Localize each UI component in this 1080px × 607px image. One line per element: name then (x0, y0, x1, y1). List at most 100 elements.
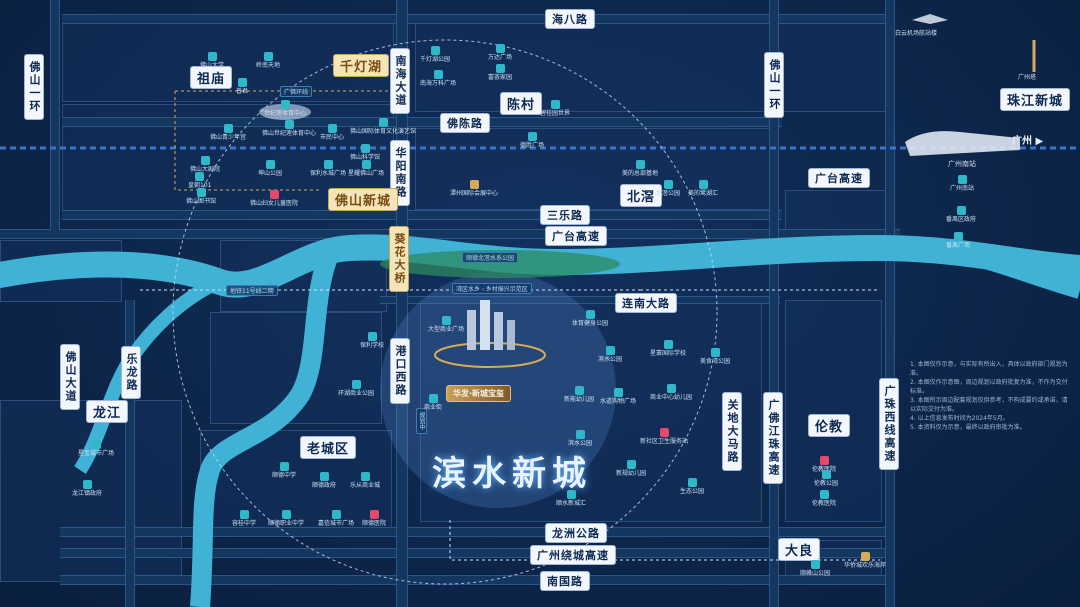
poi-p8[interactable]: 佛山国际体育文化演艺馆 (350, 118, 416, 136)
poi-p2[interactable]: 岭南天地 (256, 52, 280, 70)
building-icon (957, 175, 967, 184)
poi-p18[interactable]: 南海万科广场 (420, 70, 456, 88)
poi-p30[interactable]: 大型商业广场 (428, 316, 464, 334)
poi-p11[interactable]: 保利水城广场 (310, 160, 346, 178)
poi-p21[interactable]: 碧桂园世界 (540, 100, 570, 118)
building-icon (360, 144, 370, 153)
poi-p17[interactable]: 千灯湖公园 (420, 46, 450, 64)
poi-label: 顺德中学 (272, 472, 297, 479)
poi-p54[interactable]: 嘉信城市广场 (318, 510, 354, 528)
poi-p38[interactable]: 商业街 (424, 394, 442, 412)
poi-p3[interactable]: 普君 (236, 78, 248, 96)
poi-p52[interactable]: 容桂中学 (232, 510, 256, 528)
poi-p23[interactable]: 潭州国际会展中心 (450, 180, 498, 198)
canton-tower-label: 广州塔 (1018, 74, 1037, 81)
poi-p35[interactable]: 新能幼儿园 (564, 386, 594, 404)
poi-label: 美食湾公园 (700, 358, 731, 365)
road-label-guangtai-right: 广台高速 (808, 168, 870, 188)
road-label-foshan-1ring-right: 佛山一环 (764, 52, 784, 118)
poi-p13[interactable]: 皇朝101 (188, 172, 211, 190)
poi-p6[interactable]: 佛山世纪莲体育中心 (262, 120, 316, 138)
road-label-guangzhu-west: 广珠西线高速 (879, 378, 899, 470)
poi-p4[interactable]: 世纪莲体育中心 (264, 100, 306, 118)
poi-label: 佛山图书馆 (186, 198, 217, 205)
road-sanle (62, 210, 782, 220)
poi-p12[interactable]: 星耀佛山广场 (348, 160, 384, 178)
poi-p26[interactable]: 美的鹭湖汇 (688, 180, 718, 198)
road-label-guandi: 关地大马路 (722, 392, 742, 471)
road-foshan-1ring-right (769, 0, 779, 607)
note-line: 5. 本资料仅为示意，最终以政府审批为准。 (910, 424, 1026, 431)
poi-p43[interactable]: 顺水新城汇 (556, 490, 586, 508)
district-beijiao: 北滘 (620, 184, 663, 207)
building-icon (319, 472, 329, 481)
poi-p24[interactable]: 美的总部基地 (622, 160, 658, 178)
poi-p51[interactable]: 顺德医院 (362, 510, 386, 528)
green-belt-tag-2: 湾区水乡 · 乡村振兴示范区 (452, 283, 532, 294)
poi-p15[interactable]: 佛山妇女儿童医院 (250, 190, 298, 208)
road-label-gangkou: 港口西路 (390, 338, 410, 404)
poi-p50[interactable]: 乐从商业城 (350, 472, 380, 490)
poi-p31[interactable]: 体育健身公园 (572, 310, 608, 328)
building-icon (819, 490, 829, 499)
poi-label: 星宝城市广场 (78, 450, 115, 457)
poi-p10[interactable]: 坤山公园 (258, 160, 282, 178)
building-icon (495, 44, 505, 53)
poi-p27[interactable]: 番禺区政府 (946, 206, 976, 224)
poi-p16[interactable]: 佛山科学馆 (350, 144, 380, 162)
poi-p29[interactable]: 广州南站 (950, 175, 974, 193)
poi-p48[interactable]: 顺德中学 (272, 462, 296, 480)
building-icon (953, 232, 963, 241)
poi-p36[interactable]: 水道购物广场 (600, 388, 636, 406)
poi-p28[interactable]: 番禺广场 (946, 232, 970, 250)
road-label-haiba: 海八路 (545, 9, 595, 29)
poi-p47[interactable]: 龙江镇政府 (72, 480, 102, 498)
poi-p59[interactable]: 华侨城欢乐海岸 (844, 552, 886, 570)
poi-p40[interactable]: 新社区卫生服务站 (640, 428, 688, 446)
poi-p56[interactable]: 伦教医院 (812, 490, 836, 508)
poi-p20[interactable]: 富荟家园 (488, 64, 512, 82)
green-belt (380, 250, 620, 278)
poi-label: 伦教公园 (814, 480, 839, 487)
poi-p57[interactable]: 伦教公园 (814, 470, 838, 488)
poi-p14[interactable]: 佛山图书馆 (186, 188, 216, 206)
road-label-nanguo: 南国路 (540, 571, 590, 591)
poi-p41[interactable]: 新规幼儿园 (616, 460, 646, 478)
poi-p49[interactable]: 顺德政府 (312, 472, 336, 490)
road-nanguo (60, 575, 890, 585)
poi-p39[interactable]: 滨水公园 (568, 430, 592, 448)
poi-p37[interactable]: 商业中心幼儿园 (650, 384, 692, 402)
stadium-shape (259, 104, 311, 120)
building-icon (956, 206, 966, 215)
note-line: 4. 以上信息发布时间为2024年5月。 (910, 415, 1009, 422)
building-icon (237, 78, 247, 87)
road-label-longzhou: 龙洲公路 (545, 523, 607, 543)
poi-p44[interactable]: 保利学校 (360, 332, 384, 350)
poi-p22[interactable]: 德胜广场 (520, 132, 544, 150)
road-guangzhu-west (885, 0, 895, 607)
poi-p32[interactable]: 滨水公园 (598, 346, 622, 364)
poi-p7[interactable]: 市民中心 (320, 124, 344, 142)
hospital-icon (819, 456, 829, 465)
poi-p9[interactable]: 佛山大剧院 (190, 156, 220, 174)
poi-p42[interactable]: 生态公园 (680, 478, 704, 496)
poi-p58[interactable]: 顺峰山公园 (800, 560, 830, 578)
building-icon (574, 386, 584, 395)
poi-p5[interactable]: 佛山青少年宫 (210, 124, 246, 142)
poi-p55[interactable]: 伦教医院 (812, 456, 836, 474)
poi-p46[interactable]: 星宝城市广场 (78, 440, 114, 458)
poi-p45[interactable]: 环湖商业公园 (338, 380, 374, 398)
note-line: 1. 本图仅作示意，与实际有所出入，具体以政府部门规划为准。 (910, 361, 1068, 377)
district-foshan-new-town: 佛山新城 (328, 188, 399, 211)
district-lunjiao: 伦教 (808, 414, 851, 437)
poi-p34[interactable]: 美食湾公园 (700, 348, 730, 366)
poi-p1[interactable]: 佛山大学 (200, 52, 224, 70)
building-icon (331, 510, 341, 519)
building-icon (575, 430, 585, 439)
building-icon (196, 188, 206, 197)
poi-p53[interactable]: 顺德职业中学 (268, 510, 304, 528)
poi-label: 华侨城欢乐海岸 (844, 562, 887, 569)
poi-p33[interactable]: 星寰国际学校 (650, 340, 686, 358)
poi-p25[interactable]: 北滘公园 (656, 180, 680, 198)
poi-p19[interactable]: 万达广场 (488, 44, 512, 62)
